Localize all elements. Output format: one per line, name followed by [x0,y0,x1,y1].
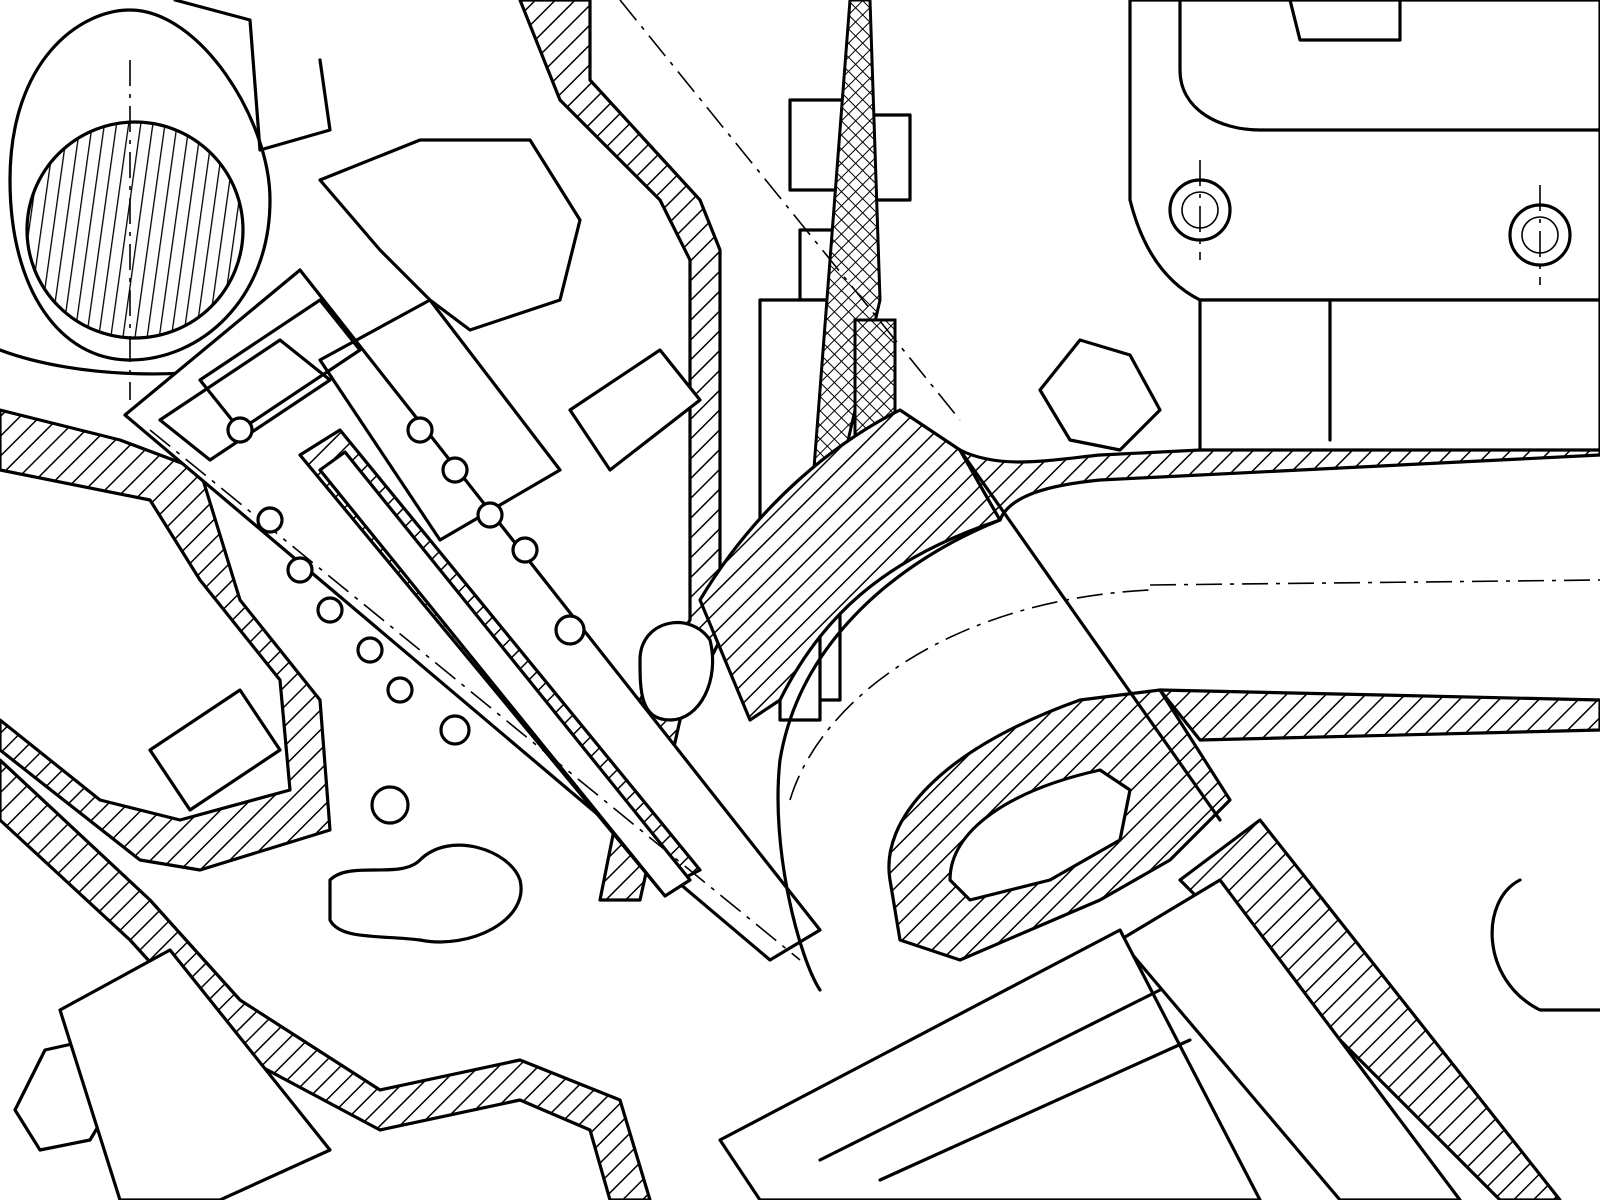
bearing-balls [226,416,586,825]
centerlines [129,0,1541,421]
diagonal-shaft [123,268,822,962]
top-right-flange [1128,0,1600,452]
horizontal-pipe [958,428,1600,822]
pipe-elbow [698,408,1232,992]
clamp-block [58,138,715,1200]
shaft-lug [0,0,332,376]
lower-housing [718,818,1600,1200]
